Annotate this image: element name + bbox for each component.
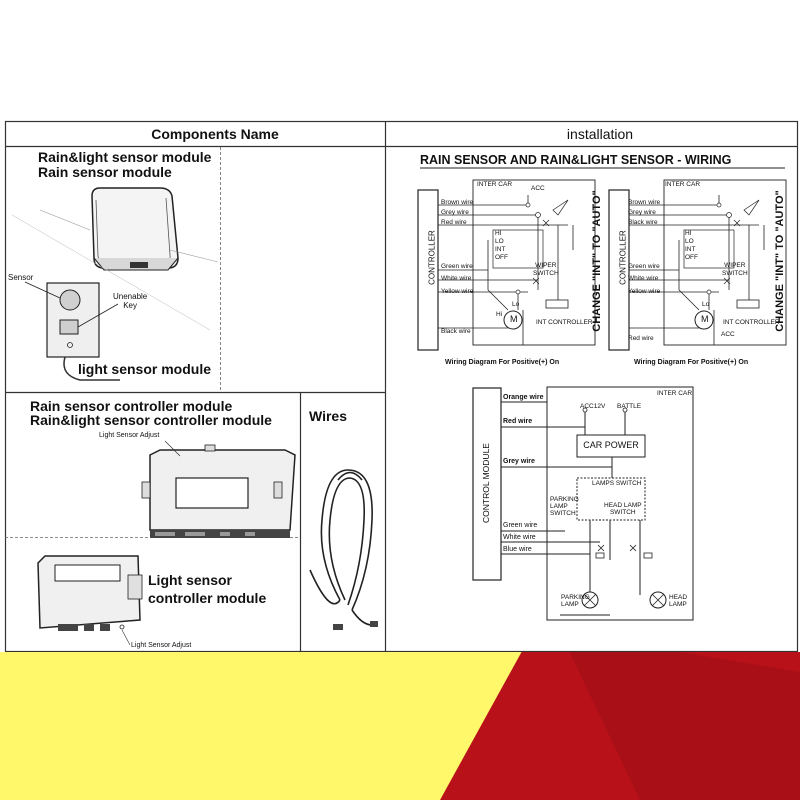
pos-int-left: INT <box>495 246 506 253</box>
orange-wire-label: Orange wire <box>503 394 544 401</box>
light-controller-title-line1: Light sensor <box>148 572 233 588</box>
int-controller-right: INT CONTROLLER <box>723 319 780 326</box>
lamp-green-wire-label: Green wire <box>503 522 538 529</box>
acc-label-left: ACC <box>531 185 545 192</box>
lamp-inter-car-label: INTER CAR <box>657 390 693 397</box>
decorative-color-band <box>0 652 800 800</box>
car-power-label: CAR POWER <box>583 440 639 450</box>
wiring-title: RAIN SENSOR AND RAIN&LIGHT SENSOR - WIRI… <box>420 153 732 167</box>
yellow-wire-right: Yellow wire <box>628 288 661 295</box>
unenable-key-line1: Unenable <box>113 292 148 301</box>
black-wire-left: Black wire <box>441 328 471 335</box>
parking-lamp-line1: PARKING <box>561 594 590 601</box>
head-lamp-line1: HEAD <box>669 594 688 601</box>
light-sensor-controller-image <box>37 555 143 646</box>
wiper-switch-right: WIPER SWITCH <box>722 262 748 278</box>
wires-title: Wires <box>309 408 348 424</box>
pos-int-right: INT <box>685 246 696 253</box>
wires-image <box>309 469 378 630</box>
head-lamp-line2: LAMP <box>669 601 687 608</box>
grey-wire-right: Grey wire <box>628 209 656 216</box>
parking-lamp-switch-label: PARKING LAMP SWITCH <box>550 496 579 517</box>
switch-positions-right: HI LO INT OFF <box>685 230 698 262</box>
light-sensor-adjust-label-2: Light Sensor Adjust <box>131 642 192 649</box>
wiper-switch-left-line1: WIPER <box>535 262 557 269</box>
brown-wire-right: Brown wire <box>628 199 661 206</box>
wiper-switch-right-line1: WIPER <box>724 262 746 269</box>
lamp-blue-wire-label: Blue wire <box>503 546 532 553</box>
acc-label-right: ACC <box>721 331 735 338</box>
red-wire-right: Red wire <box>628 335 654 342</box>
parking-lamp-switch-line1: PARKING <box>550 496 579 503</box>
motor-left: M <box>510 314 518 324</box>
red-wire-left: Red wire <box>441 219 467 226</box>
module1-title-line1: Rain&light sensor module <box>38 149 212 165</box>
int-controller-left: INT CONTROLLER <box>536 319 593 326</box>
pos-lo-right: LO <box>685 238 694 245</box>
white-wire-left: White wire <box>441 275 472 282</box>
switch-positions-left: HI LO INT OFF <box>495 230 508 262</box>
control-module-label: CONTROL MODULE <box>481 443 491 523</box>
lo-motor-left: Lo <box>512 301 520 308</box>
pos-off-left: OFF <box>495 254 508 261</box>
parking-lamp-label: PARKING LAMP <box>561 594 590 608</box>
controller-title-line2: Rain&light sensor controller module <box>30 412 272 428</box>
light-sensor-module-image <box>11 214 211 381</box>
head-lamp-switch-line2: SWITCH <box>609 509 636 516</box>
battle-label: BATTLE <box>617 403 642 410</box>
head-lamp-switch-label: HEAD LAMP SWITCH <box>604 502 642 516</box>
brown-wire-left: Brown wire <box>441 199 474 206</box>
lamps-switch-label: LAMPS SWITCH <box>592 480 642 487</box>
module1-title-line2: Rain sensor module <box>38 164 172 180</box>
wiper-switch-left-line2: SWITCH <box>533 270 559 277</box>
black-wire-right-top: Black wire <box>628 219 658 226</box>
wiper-switch-right-line2: SWITCH <box>722 270 748 277</box>
light-controller-title-line2: controller module <box>148 590 267 606</box>
installation-header: installation <box>566 126 634 142</box>
sensor-label: Sensor <box>8 273 34 282</box>
green-wire-left: Green wire <box>441 263 473 270</box>
pos-off-right: OFF <box>685 254 698 261</box>
pos-hi-left: HI <box>495 230 502 237</box>
controller-title-line1: Rain sensor controller module <box>30 398 233 414</box>
hi-motor-left: Hi <box>496 311 503 318</box>
white-wire-right: White wire <box>628 275 659 282</box>
yellow-wire-left: Yellow wire <box>441 288 474 295</box>
inter-car-label-left: INTER CAR <box>477 181 513 188</box>
parking-lamp-line2: LAMP <box>561 601 579 608</box>
lamp-grey-wire-label: Grey wire <box>503 458 535 465</box>
inter-car-label-right: INTER CAR <box>665 181 701 188</box>
head-lamp-label: HEAD LAMP <box>669 594 687 608</box>
rain-sensor-module-image <box>39 187 219 271</box>
caption-left: Wiring Diagram For Positive(+) On <box>445 359 560 366</box>
grey-wire-left: Grey wire <box>441 209 469 216</box>
pos-lo-left: LO <box>495 238 504 245</box>
rain-sensor-controller-image <box>141 440 296 538</box>
lo-motor-right: Lo <box>702 301 710 308</box>
caption-right: Wiring Diagram For Positive(+) On <box>634 359 749 366</box>
lamp-white-wire-label: White wire <box>503 534 536 541</box>
green-wire-right: Green wire <box>628 263 660 270</box>
acc12v-label: ACC12V <box>580 403 606 410</box>
unenable-key-line2: Key <box>123 301 138 310</box>
lamp-red-wire-label: Red wire <box>503 418 533 425</box>
light-sensor-module-title: light sensor module <box>78 361 212 377</box>
band-red-shape <box>440 652 800 800</box>
band-dark-shape <box>569 652 800 800</box>
light-sensor-adjust-label: Light Sensor Adjust <box>99 432 160 439</box>
parking-lamp-switch-line2: LAMP <box>550 503 568 510</box>
wiper-switch-left: WIPER SWITCH <box>533 262 559 278</box>
parking-lamp-switch-line3: SWITCH <box>550 510 576 517</box>
head-lamp-switch-line1: HEAD LAMP <box>604 502 642 509</box>
pos-hi-right: HI <box>685 230 692 237</box>
unenable-key-label: Unenable Key <box>113 292 147 310</box>
motor-right: M <box>701 314 709 324</box>
components-name-header: Components Name <box>151 126 279 142</box>
